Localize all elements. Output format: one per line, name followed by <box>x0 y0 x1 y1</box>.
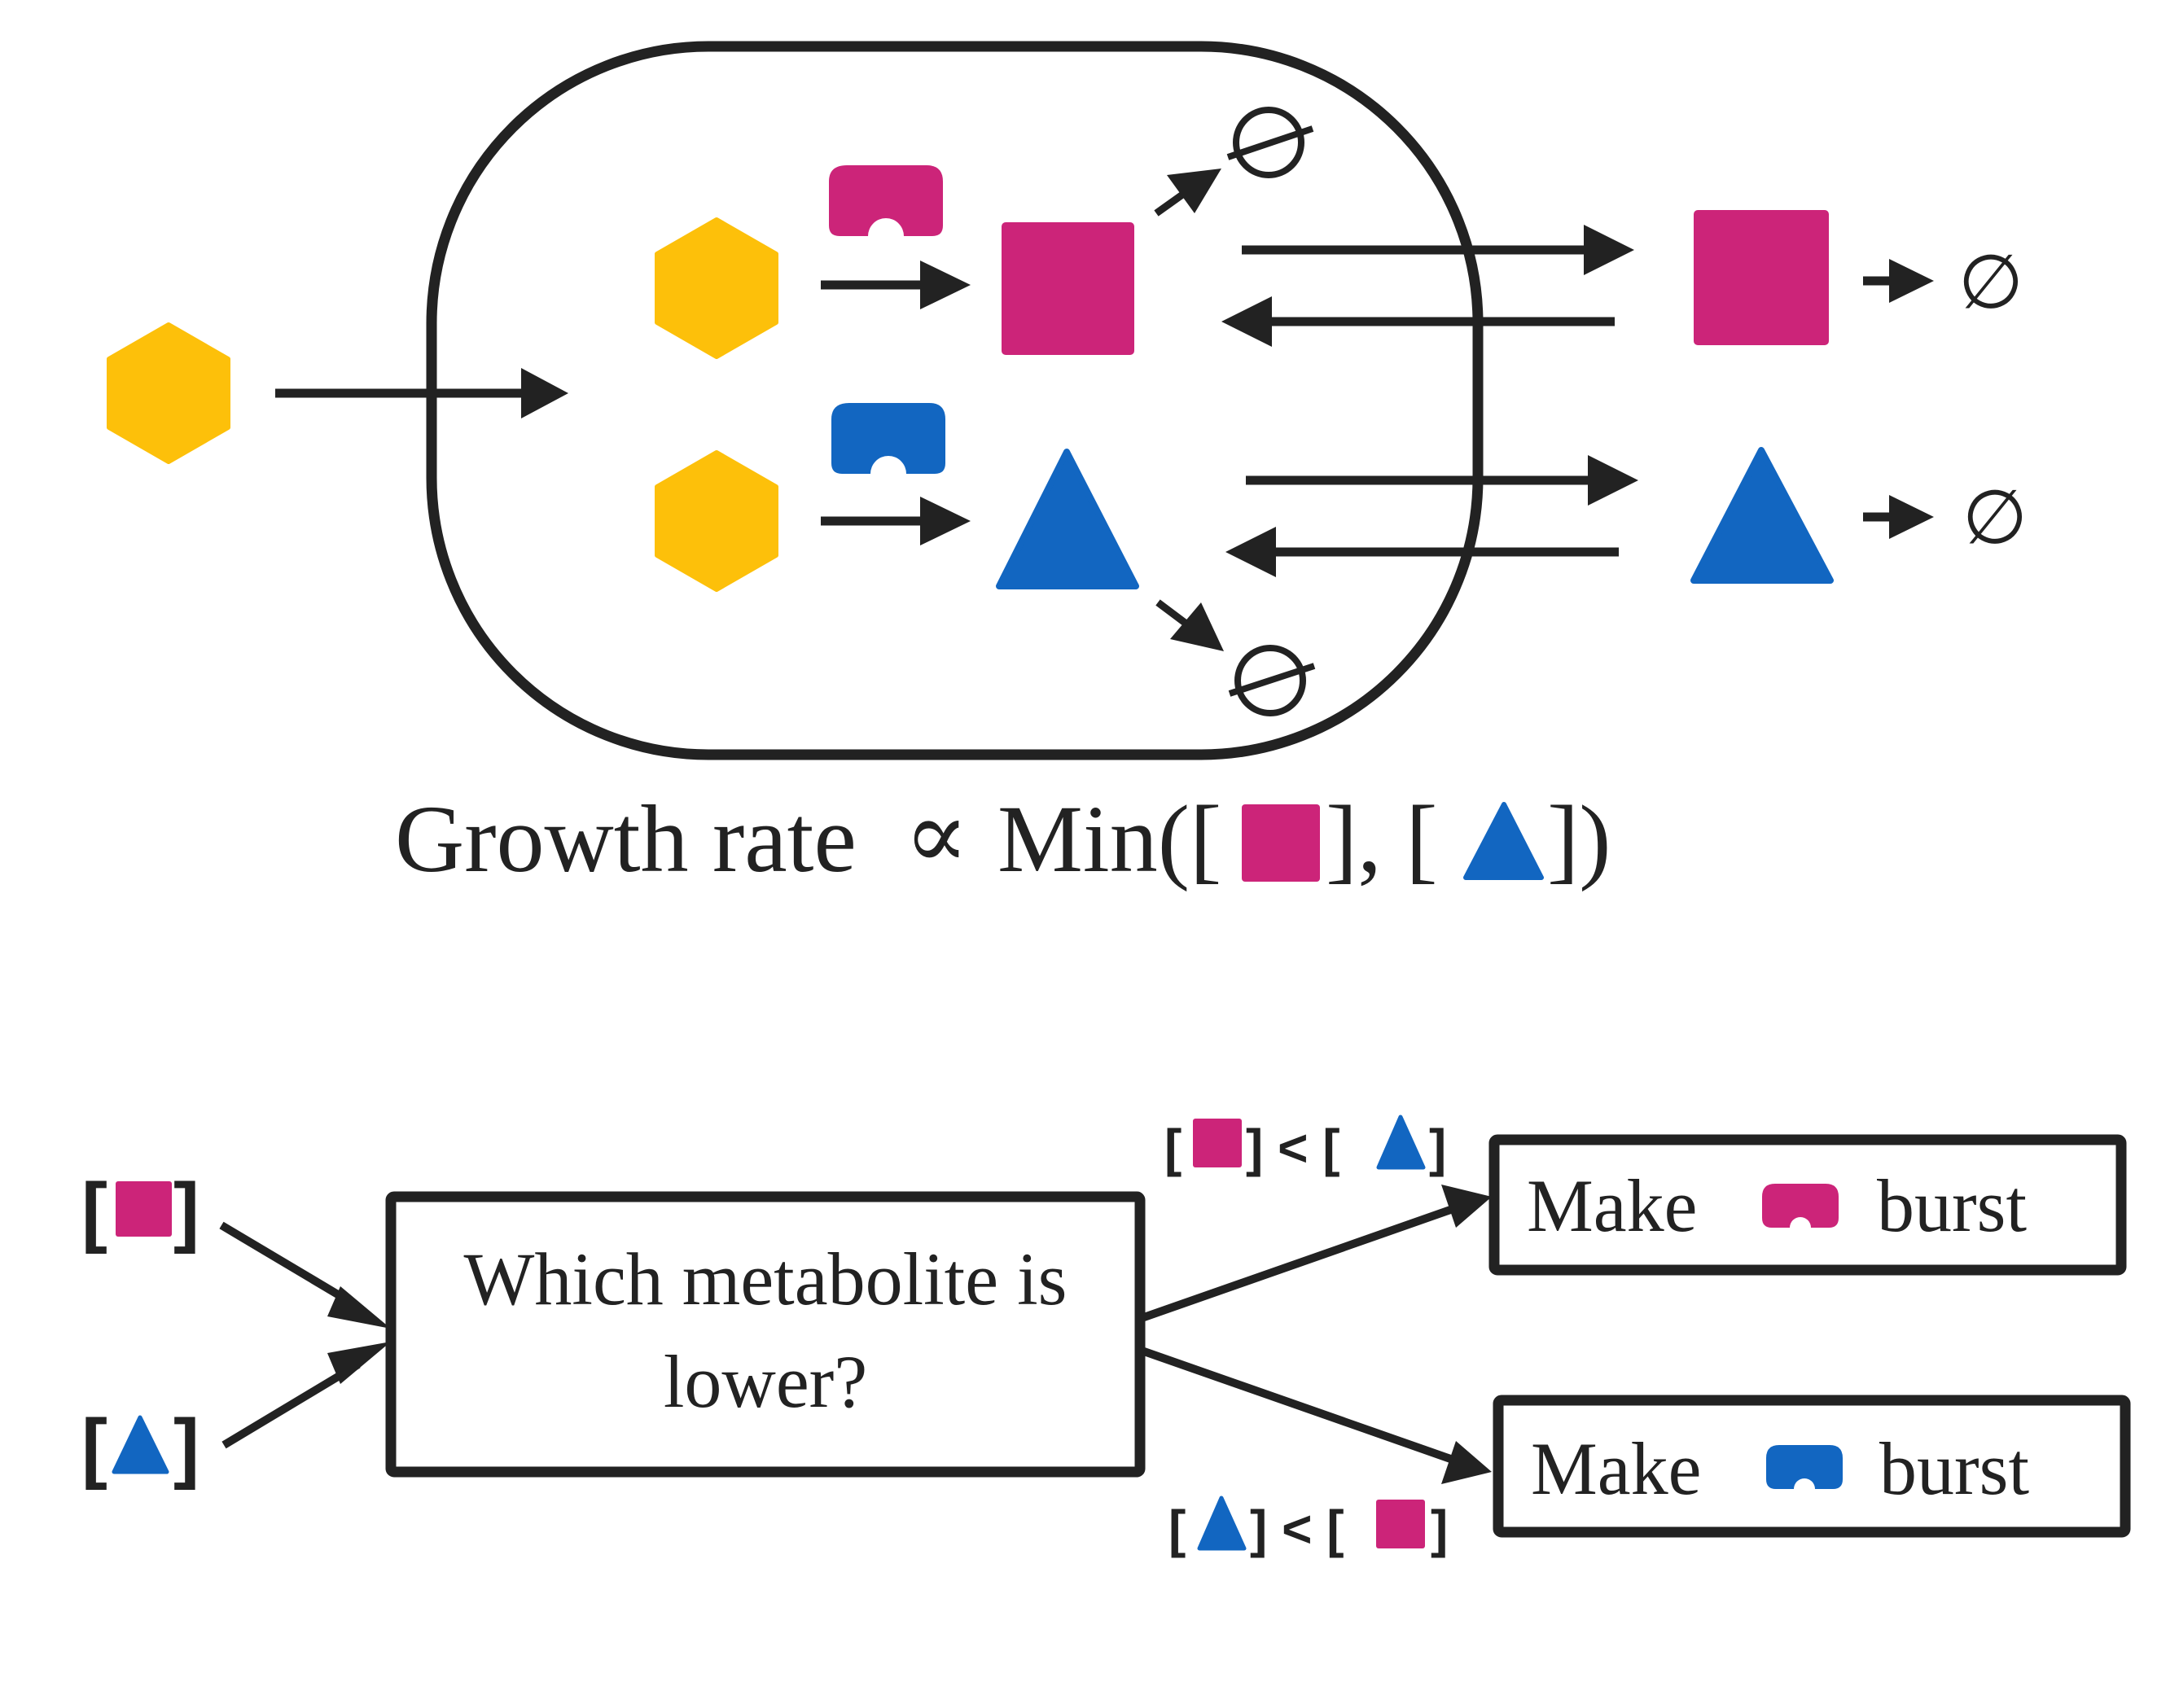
formula-prefix: Growth rate <box>395 786 857 892</box>
decision-question-line1: Which metabolite is <box>464 1237 1068 1320</box>
input-triangle-icon <box>112 1415 169 1474</box>
formula-func-close: ]) <box>1547 786 1611 892</box>
enzyme-triangle-icon <box>831 403 945 474</box>
outcome-bottom-prefix: Make <box>1531 1427 1701 1510</box>
formula-func-open: Min([ <box>997 786 1221 892</box>
internal-hexagon-top <box>657 220 776 357</box>
external-degradation-arrow-triangle <box>1863 495 1934 539</box>
synthesis-arrow-square <box>821 261 971 309</box>
null-icon <box>1228 645 1316 716</box>
condition-operator: ] < [ <box>1246 1119 1340 1177</box>
null-icon: ∅ <box>1958 239 2023 326</box>
output-arrow-bottom <box>1142 1347 1492 1484</box>
enzyme-square-icon <box>1762 1184 1839 1228</box>
uptake-arrow <box>275 368 568 418</box>
input-arrow-triangle <box>221 1342 391 1449</box>
input-arrow-square <box>219 1221 391 1329</box>
null-icon <box>1226 107 1314 178</box>
bracket-close: ] <box>173 1167 199 1255</box>
input-triangle-concentration: [ ] <box>81 1404 199 1491</box>
outcome-bottom-suffix: burst <box>1879 1427 2029 1510</box>
condition-square-icon <box>1376 1500 1425 1548</box>
formula-triangle-icon <box>1463 802 1544 880</box>
internal-hexagon-bottom <box>657 453 776 589</box>
condition-triangle-icon <box>1197 1496 1247 1551</box>
bracket-open: [ <box>1164 1119 1182 1177</box>
proportional-icon: ∝ <box>904 782 969 889</box>
condition-square-icon <box>1193 1119 1242 1167</box>
bracket-close: ] <box>1431 1500 1448 1558</box>
bracket-open: [ <box>81 1404 107 1491</box>
external-square-metabolite <box>1694 210 1829 345</box>
synthesis-arrow-triangle <box>821 497 971 545</box>
input-square-icon <box>116 1181 172 1237</box>
bracket-close: ] <box>1429 1119 1446 1177</box>
bracket-close: ] <box>173 1404 199 1491</box>
internal-triangle-metabolite <box>996 449 1139 589</box>
output-arrow-top <box>1142 1185 1492 1321</box>
bracket-open: [ <box>81 1167 107 1255</box>
decision-question-line2: lower? <box>664 1340 867 1423</box>
export-arrow-triangle <box>1246 455 1638 506</box>
condition-operator: ] < [ <box>1250 1500 1344 1558</box>
bracket-open: [ <box>1168 1500 1186 1558</box>
external-degradation-arrow-square <box>1863 259 1934 303</box>
import-arrow-triangle <box>1225 527 1619 577</box>
external-nutrient-hexagon <box>109 325 228 462</box>
null-icon: ∅ <box>1962 474 2028 561</box>
export-arrow-square <box>1242 225 1634 275</box>
degradation-arrow-triangle <box>1155 599 1224 651</box>
outcome-top-suffix: burst <box>1877 1164 2027 1247</box>
outcome-top-prefix: Make <box>1527 1164 1697 1247</box>
condition-square-less: [ ] < [ ] <box>1164 1115 1446 1177</box>
growth-rate-formula: Growth rate ∝ Min([ ], [ ]) <box>395 782 1611 892</box>
degradation-arrow-square <box>1154 169 1221 217</box>
external-triangle-metabolite <box>1690 447 1834 584</box>
enzyme-square-icon <box>829 165 943 236</box>
formula-separator: ], [ <box>1326 786 1438 892</box>
condition-triangle-icon <box>1376 1115 1426 1170</box>
cell-boundary <box>426 41 1484 760</box>
decision-box <box>385 1191 1146 1478</box>
import-arrow-square <box>1221 296 1615 347</box>
formula-square-icon <box>1242 804 1320 882</box>
internal-square-metabolite <box>1002 222 1134 355</box>
condition-triangle-less: [ ] < [ ] <box>1168 1496 1448 1558</box>
enzyme-triangle-icon <box>1766 1445 1843 1489</box>
input-square-concentration: [ ] <box>81 1167 199 1255</box>
